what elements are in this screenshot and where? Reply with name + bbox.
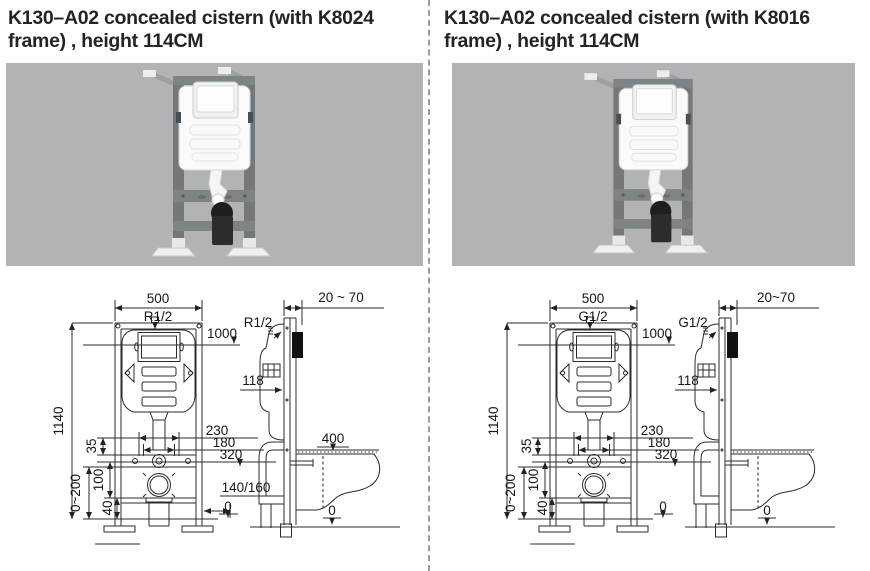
dim-floor-zero-side-label: 0 bbox=[763, 503, 771, 518]
side-view bbox=[249, 317, 401, 538]
dim-inlet-depth-label: 118 bbox=[677, 373, 699, 388]
dim-water-inlet-label: G1/2 bbox=[578, 309, 607, 324]
dim-35-label: 35 bbox=[84, 438, 99, 453]
dim-40-label: 40 bbox=[535, 500, 550, 515]
side-view bbox=[684, 317, 836, 538]
dim-inlet-depth-label: 118 bbox=[242, 373, 264, 388]
panel-divider bbox=[428, 0, 430, 571]
dim-floor-zero-front-label: 0 bbox=[659, 499, 667, 514]
dim-wall-distance-label: 20~70 bbox=[757, 290, 795, 305]
dim-water-inlet-side-label: R1/2 bbox=[244, 315, 273, 330]
dim-100-label: 100 bbox=[526, 469, 541, 492]
dim-foot-range-label: 0~200 bbox=[503, 474, 518, 512]
dim-35-label: 35 bbox=[519, 438, 534, 453]
dim-fixing-outer-label: 230 bbox=[206, 423, 229, 438]
dim-outlet-height-label: 320 bbox=[220, 447, 243, 462]
dim-floor-zero-side-label: 0 bbox=[328, 503, 336, 518]
product-photo bbox=[6, 63, 423, 266]
technical-drawing: 500 G1/2 1140 1000 230 180 320 35 100 40… bbox=[486, 290, 836, 545]
dim-frame-height-label: 1140 bbox=[486, 406, 501, 435]
dim-fixing-inner-label: 180 bbox=[648, 435, 671, 450]
dim-frame-width-label: 500 bbox=[582, 291, 605, 306]
dim-actuator-height-label: 1000 bbox=[642, 326, 672, 341]
dim-100-label: 100 bbox=[91, 469, 106, 492]
dim-actuator-height-label: 1000 bbox=[207, 326, 237, 341]
dim-water-inlet-label: R1/2 bbox=[144, 309, 173, 324]
dim-bowl-height-label: 400 bbox=[322, 431, 345, 446]
dim-floor-zero-front-label: 0 bbox=[224, 499, 232, 514]
product-title: K130–A02 concealed cistern (with K8024 f… bbox=[8, 7, 374, 52]
technical-drawing: 500 R1/2 1140 1000 230 180 320 35 100 40… bbox=[51, 290, 401, 545]
dim-outlet-options-label: 140/160 bbox=[222, 480, 271, 495]
dim-fixing-inner-label: 180 bbox=[213, 435, 236, 450]
dim-40-label: 40 bbox=[100, 500, 115, 515]
cistern-frame-photo-illustration bbox=[6, 63, 423, 266]
dim-frame-height-label: 1140 bbox=[51, 406, 66, 435]
product-title: K130–A02 concealed cistern (with K8016 f… bbox=[444, 7, 810, 52]
dim-fixing-outer-label: 230 bbox=[641, 423, 664, 438]
product-photo bbox=[452, 63, 855, 266]
cistern-frame-photo-illustration bbox=[452, 63, 855, 266]
dim-outlet-height-label: 320 bbox=[655, 447, 678, 462]
dim-water-inlet-side-label: G1/2 bbox=[678, 315, 707, 330]
dim-frame-width-label: 500 bbox=[147, 291, 170, 306]
dim-wall-distance-label: 20 ~ 70 bbox=[318, 290, 363, 305]
dim-foot-range-label: 0~200 bbox=[68, 474, 83, 512]
